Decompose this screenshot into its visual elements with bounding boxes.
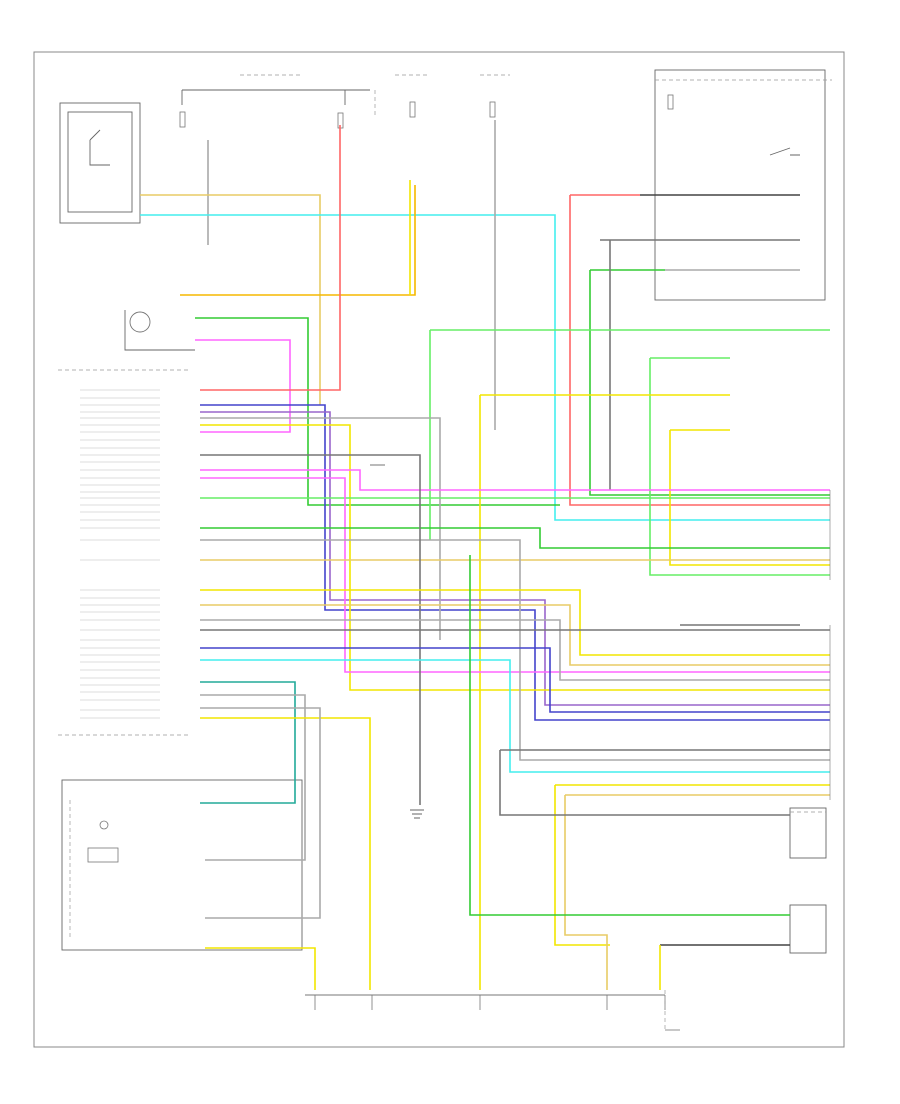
wire-black-1 (200, 454, 421, 805)
wire-green-right (589, 269, 830, 496)
wire-orange-1 (180, 185, 416, 296)
wire-tan-1 (140, 194, 321, 405)
wire-yellow-3 (200, 717, 371, 990)
wire-harness (140, 120, 830, 990)
top-left-relay-box (59, 102, 141, 224)
wire-gray-4 (200, 694, 306, 861)
ecm-connector-frame (58, 369, 190, 736)
wire-green-3 (469, 555, 790, 916)
wire-gray-1 (200, 417, 441, 640)
wire-lightgreen-right-2 (649, 357, 830, 576)
wire-yellow-2 (200, 589, 830, 656)
wire-blue-1 (200, 404, 830, 721)
wire-yellow-5 (554, 784, 830, 946)
wire-yellow-1 (200, 424, 830, 691)
wire-cyan-1 (140, 214, 830, 521)
wire-violet-1 (200, 411, 830, 706)
underhood-fuse-block-left (181, 89, 370, 105)
wire-lightgreen-right (429, 329, 830, 540)
right-lower-module-box (789, 807, 827, 859)
top-right-relay-box (654, 69, 826, 301)
left-pin-ticks (80, 389, 160, 719)
wire-blue-2 (200, 647, 830, 713)
right-bottom-module-box (789, 904, 827, 954)
wire-cyan-2 (200, 659, 830, 773)
wire-tan-4 (564, 794, 830, 990)
wire-red-right (569, 194, 830, 506)
top-left-relay-switch (89, 129, 110, 166)
fuse-4 (489, 101, 496, 118)
wire-pink-2 (200, 469, 830, 491)
wire-yellow-right (479, 394, 730, 990)
wire-tan-3 (200, 604, 830, 666)
wire-green-2 (200, 527, 830, 549)
ground-symbol-center (410, 809, 424, 819)
diagram-frame (33, 51, 845, 1048)
wire-pink-3 (200, 477, 830, 673)
wire-pink-1 (195, 339, 291, 433)
fuse-3 (409, 101, 416, 118)
wire-gray-5 (200, 707, 321, 919)
sensor-left-icon (129, 311, 151, 333)
wire-red-1 (200, 125, 341, 391)
component-boxes (58, 69, 832, 1030)
wire-yellow-right-2 (669, 429, 830, 566)
wire-teal-1 (200, 681, 296, 804)
instrument-cluster-box (61, 779, 303, 951)
wire-gray-3 (200, 619, 830, 681)
fuse-1 (179, 111, 186, 128)
top-right-relay-switch (769, 147, 800, 156)
wire-yellow-4 (205, 947, 316, 990)
wire-gray-2 (200, 539, 830, 761)
wire-black-3 (499, 749, 830, 816)
top-left-relay-inner (67, 111, 133, 213)
